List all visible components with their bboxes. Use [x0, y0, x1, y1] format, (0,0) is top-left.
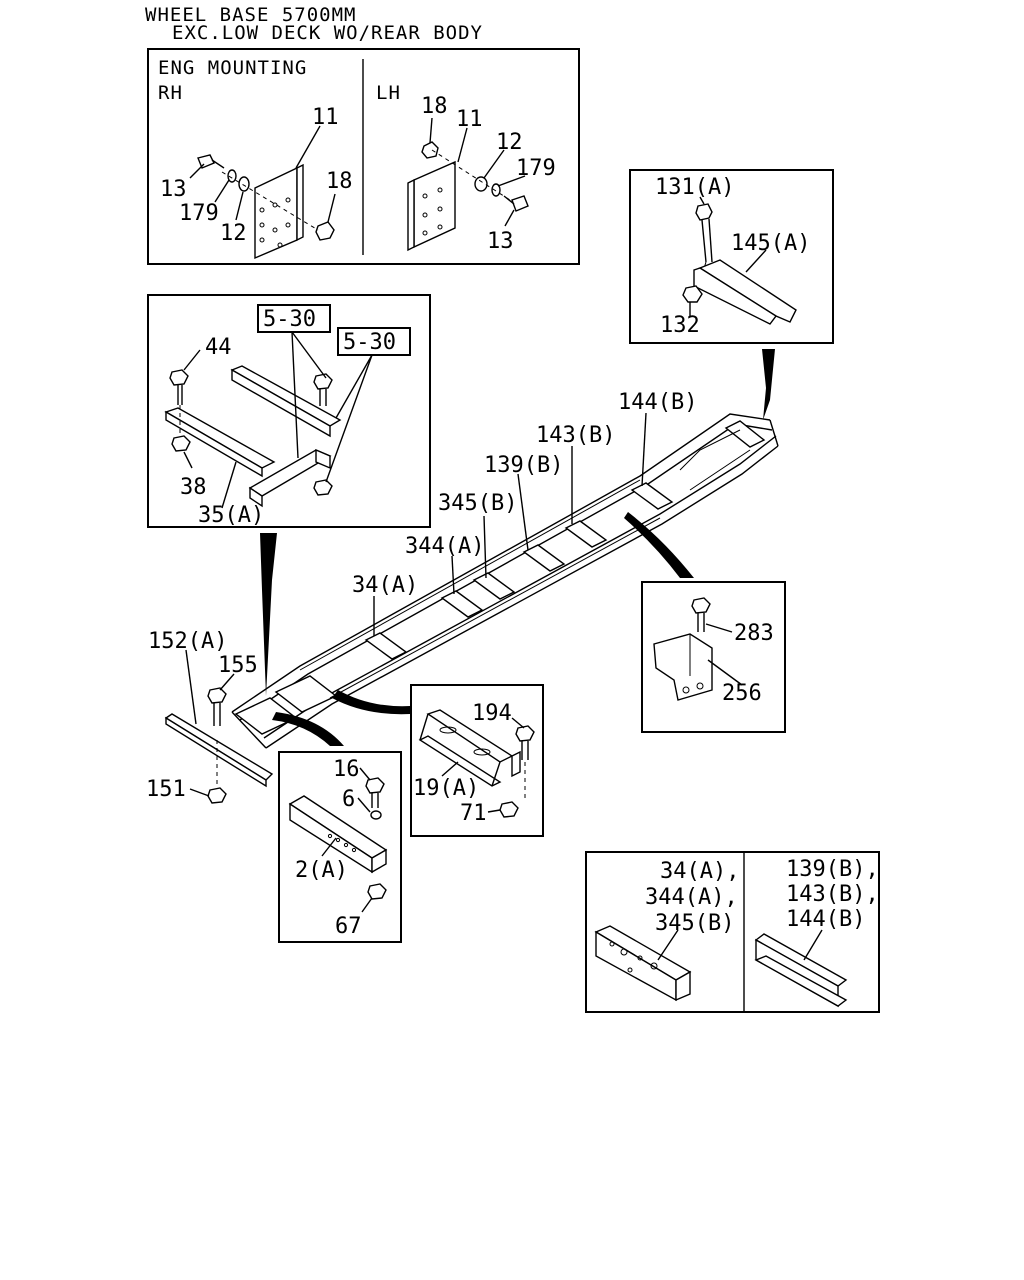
legend-139b: 139(B), [786, 857, 879, 882]
label-2a: 2(A) [295, 858, 348, 883]
header-exc-low-deck: EXC.LOW DECK WO/REAR BODY [172, 22, 483, 44]
header-wheel-base: WHEEL BASE 5700MM [145, 4, 356, 26]
label-151: 151 [146, 777, 186, 802]
ref-box-5-30-a [257, 304, 331, 333]
bracket-detail-panel: 283 256 [641, 581, 786, 733]
rh-label-12: 12 [220, 221, 247, 246]
lh-label-179: 179 [516, 156, 556, 181]
bracket-callout-pointer [624, 512, 694, 578]
label-38: 38 [180, 475, 207, 500]
rear-detail-panel: 131(A) 145(A) 132 [629, 169, 834, 344]
rh-nut [315, 221, 335, 241]
eng-mounting-title: ENG MOUNTING [158, 57, 307, 79]
label-145a: 145(A) [731, 231, 810, 256]
rh-label-13: 13 [160, 177, 187, 202]
legend-34a: 34(A), [660, 859, 739, 884]
crossmember-detail-panel: 5-30 5-30 44 38 35(A) [147, 294, 431, 528]
label-35a: 35(A) [198, 503, 264, 528]
lh-mount-plate [407, 160, 456, 252]
label-155: 155 [218, 653, 258, 678]
rh-label-11: 11 [312, 105, 339, 130]
lh-label-11: 11 [456, 107, 483, 132]
rh-washer-179 [227, 169, 237, 183]
front-callout-pointer [272, 712, 344, 746]
label-34a: 34(A) [352, 573, 418, 598]
ref-5-30-b: 5-30 [343, 330, 396, 355]
rh-washer-12 [238, 176, 250, 192]
rh-label: RH [158, 82, 183, 104]
label-132: 132 [660, 313, 700, 338]
label-139b: 139(B) [484, 453, 563, 478]
lh-label-18: 18 [421, 94, 448, 119]
ref-5-30-a: 5-30 [263, 307, 316, 332]
label-283: 283 [734, 621, 774, 646]
label-19a: 19(A) [413, 776, 479, 801]
mid-callout-pointer [332, 690, 410, 715]
label-144b: 144(B) [618, 390, 697, 415]
rh-mount-plate [254, 163, 304, 260]
legend-144b: 144(B) [786, 907, 865, 932]
label-131a: 131(A) [655, 175, 734, 200]
label-67: 67 [335, 914, 362, 939]
label-194: 194 [472, 701, 512, 726]
label-71: 71 [460, 801, 487, 826]
side-rail-group: 152(A) 155 151 [146, 629, 274, 804]
legend-345b: 345(B) [655, 911, 734, 936]
lh-label-13: 13 [487, 229, 514, 254]
section-legend-panel: 34(A), 344(A), 345(B) 139(B), 143(B), 14… [585, 851, 880, 1013]
rh-bolt [197, 154, 225, 169]
eng-mounting-panel: ENG MOUNTING RH LH 11 13 179 12 18 [147, 48, 580, 265]
label-344a: 344(A) [405, 534, 484, 559]
lh-label-12: 12 [496, 130, 523, 155]
label-256: 256 [722, 681, 762, 706]
label-345b: 345(B) [438, 491, 517, 516]
lh-washer-12 [474, 176, 488, 192]
crossmember-callout-pointer [260, 533, 277, 696]
front-detail-panel: 16 6 2(A) 67 [278, 751, 402, 943]
mid-detail-panel: 194 19(A) 71 [410, 684, 544, 837]
label-6: 6 [342, 787, 355, 812]
lh-nut [421, 141, 439, 159]
label-143b: 143(B) [536, 423, 615, 448]
chassis-frame [231, 413, 779, 749]
lh-label: LH [376, 82, 401, 104]
legend-344a: 344(A), [645, 885, 738, 910]
lh-washer-179 [491, 183, 501, 197]
rh-label-179: 179 [179, 201, 219, 226]
rear-callout-pointer [762, 349, 775, 420]
label-16: 16 [333, 757, 360, 782]
label-44: 44 [205, 335, 232, 360]
label-152a: 152(A) [148, 629, 227, 654]
rh-label-18: 18 [326, 169, 353, 194]
legend-143b: 143(B), [786, 882, 879, 907]
lh-bolt [503, 195, 529, 212]
ref-box-5-30-b [337, 327, 411, 356]
